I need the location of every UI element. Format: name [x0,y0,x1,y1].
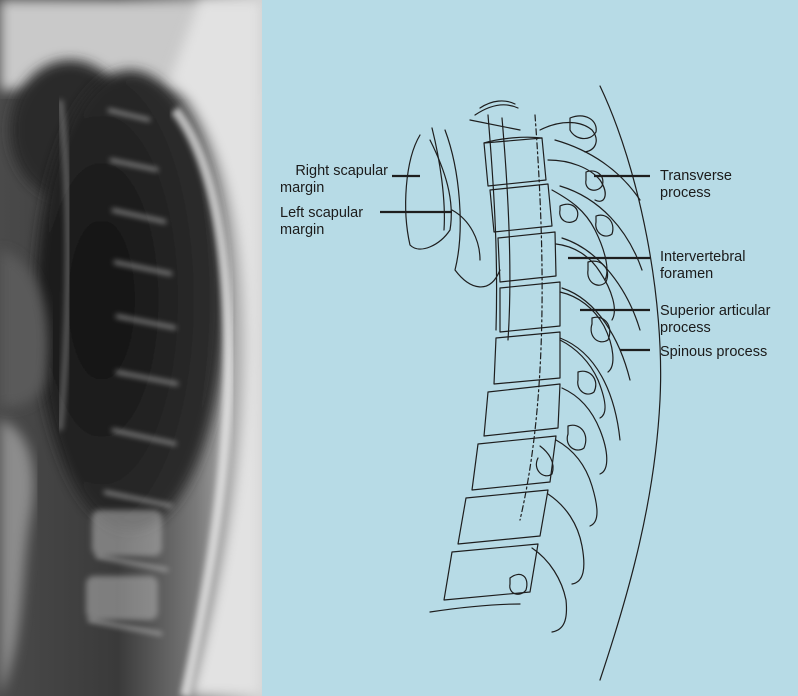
xray-graphic [0,0,262,696]
label-superior-articular-process-line1: Superior articular [660,303,770,320]
label-transverse-process: Transverse process [660,168,732,202]
label-left-scapular-margin: Left scapular margin [280,205,363,239]
label-left-scapular-margin-line2: margin [280,222,363,239]
label-spinous-process: Spinous process [660,344,767,361]
label-transverse-process-line2: process [660,185,732,202]
label-right-scapular-margin-line1: Right scapular [280,163,388,180]
label-superior-articular-process-line2: process [660,320,770,337]
label-intervertebral-foramen-line1: Intervertebral [660,249,745,266]
label-spinous-process-line1: Spinous process [660,344,767,361]
label-superior-articular-process: Superior articular process [660,303,770,337]
label-transverse-process-line1: Transverse [660,168,732,185]
xray-image [0,0,262,696]
label-intervertebral-foramen-line2: foramen [660,266,745,283]
label-left-scapular-margin-line1: Left scapular [280,205,363,222]
label-right-scapular-margin-line2: margin [280,180,388,197]
label-intervertebral-foramen: Intervertebral foramen [660,249,745,283]
label-right-scapular-margin: Right scapular margin [280,163,388,197]
